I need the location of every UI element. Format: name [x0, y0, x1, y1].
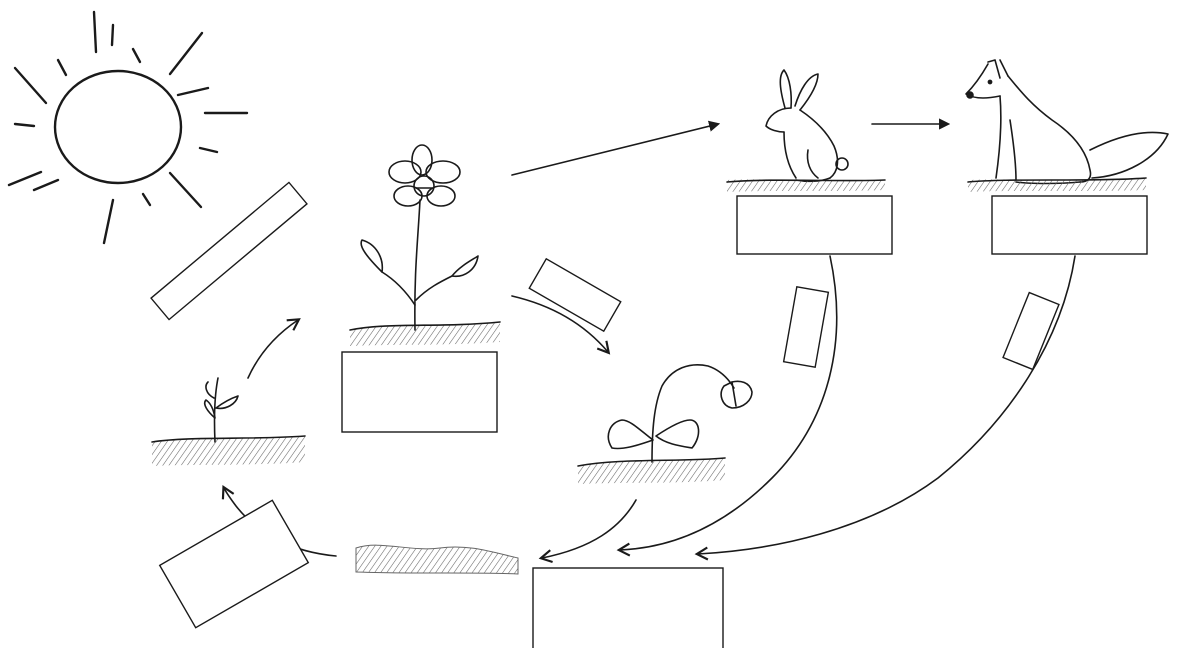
arrow-flower-to-wilted-plant	[511, 295, 611, 355]
answer-box-fox-to-soil[interactable]	[1002, 291, 1060, 371]
fox-ground	[967, 177, 1147, 192]
answer-box-rabbit[interactable]	[736, 195, 893, 255]
fox-icon	[965, 59, 1169, 185]
sun-icon	[7, 10, 249, 245]
flower-icon	[360, 144, 479, 331]
answer-box-sun-to-flower[interactable]	[150, 181, 308, 321]
seedling-icon	[203, 377, 239, 443]
rabbit-ground	[726, 179, 886, 192]
flower-soil	[349, 321, 501, 346]
answer-box-fox[interactable]	[991, 195, 1148, 255]
wilted-plant-soil	[577, 457, 726, 484]
soil-mound-icon	[355, 544, 519, 575]
answer-box-soil[interactable]	[532, 567, 724, 648]
seedling-soil	[151, 435, 306, 466]
answer-box-rabbit-to-soil[interactable]	[782, 285, 830, 369]
arrow-seedling-to-flower	[247, 318, 301, 379]
answer-box-flower-to-wilted[interactable]	[528, 257, 622, 333]
arrow-fox-to-soil	[694, 255, 1076, 561]
answer-box-soil-to-seedling[interactable]	[158, 499, 310, 629]
arrow-wilted-plant-to-soil	[538, 499, 637, 564]
arrow-flower-to-rabbit	[511, 120, 721, 176]
rabbit-icon	[765, 69, 849, 183]
arrow-soil-to-seedling	[221, 484, 337, 557]
answer-box-flower[interactable]	[341, 351, 498, 433]
arrow-rabbit-to-soil	[616, 255, 838, 557]
wilted-plant-icon	[607, 364, 753, 463]
